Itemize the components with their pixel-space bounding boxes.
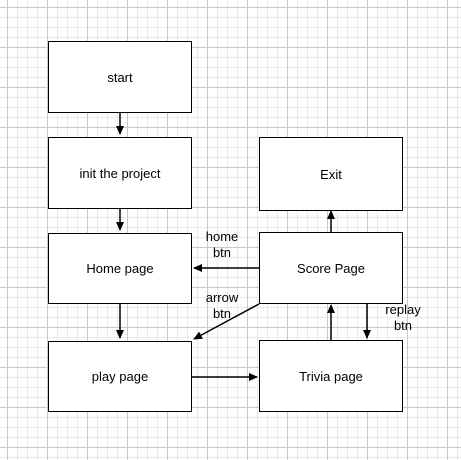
node-start: start	[48, 41, 192, 113]
edge-label-arrow-btn: arrow btn	[205, 290, 239, 321]
node-score-page: Score Page	[259, 232, 403, 304]
node-play-page: play page	[48, 341, 192, 412]
edge-label-home-btn: home btn	[205, 229, 239, 260]
node-home-page: Home page	[48, 233, 192, 304]
node-trivia-page: Trivia page	[259, 340, 403, 412]
edge-score-to-play	[193, 303, 260, 340]
node-init-the-project: init the project	[48, 137, 192, 209]
node-exit: Exit	[259, 137, 403, 211]
edge-label-replay-btn: replay btn	[385, 302, 421, 333]
